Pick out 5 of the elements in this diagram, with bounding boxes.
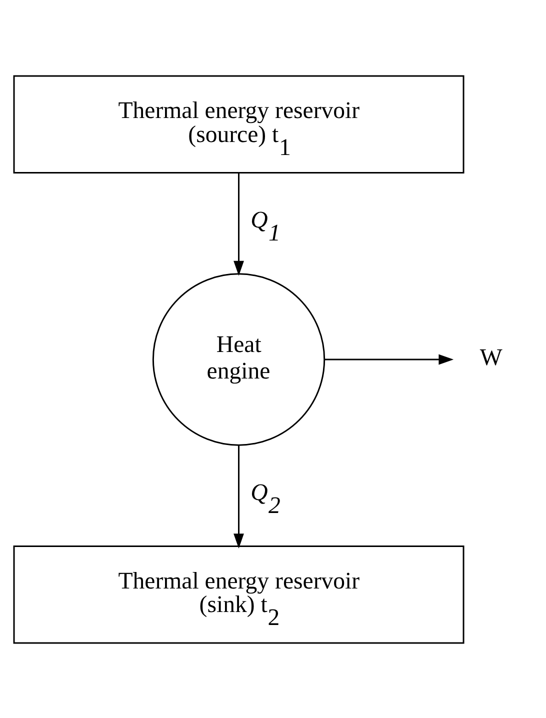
arrow	[324, 354, 454, 364]
node-circle: Heat engine	[152, 272, 326, 446]
arrow	[234, 444, 244, 548]
node-text: W	[480, 344, 502, 371]
arrow	[234, 172, 244, 276]
